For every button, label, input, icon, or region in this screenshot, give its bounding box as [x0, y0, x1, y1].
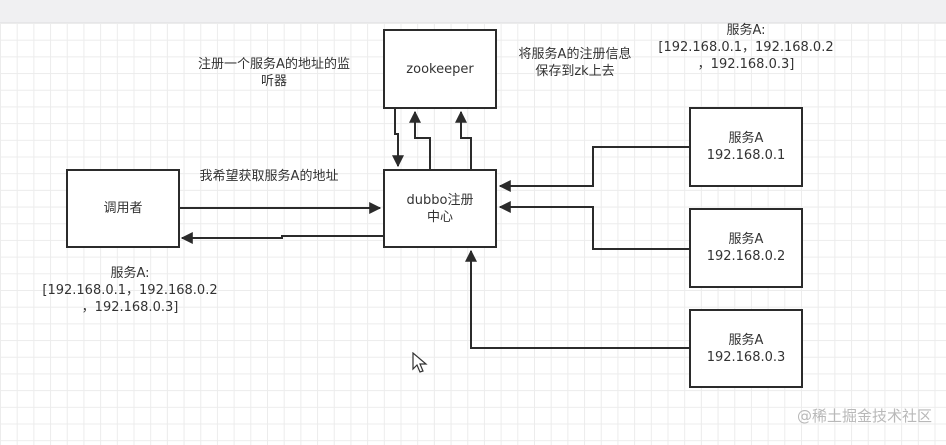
service-ip: 192.168.0.3 [706, 349, 786, 365]
zookeeper-node[interactable]: zookeeper [383, 29, 497, 109]
annotation-caller-request: 我希望获取服务A的地址 [188, 168, 350, 185]
annotation-line: [192.168.0.1，192.168.0.2 [658, 40, 834, 55]
arrow-dubbo-to-zk-2 [455, 110, 472, 169]
arrow-service2-to-dubbo [498, 201, 689, 250]
top-toolbar-strip [0, 0, 946, 23]
service-ip: 192.168.0.1 [706, 148, 786, 163]
service-name: 服务A [728, 232, 764, 247]
service-node-1[interactable]: 服务A 192.168.0.1 [689, 107, 803, 187]
annotation-line: 我希望获取服务A的地址 [199, 169, 339, 184]
annotation-line: 将服务A的注册信息 [518, 47, 632, 62]
annotation-line: ，192.168.0.3] [697, 57, 795, 72]
annotation-listener: 注册一个服务A的地址的监 听器 [186, 56, 362, 90]
annotation-caller-service-list: 服务A: [192.168.0.1，192.168.0.2 ，192.168.0… [40, 265, 220, 316]
watermark: @稀土掘金技术社区 [796, 407, 932, 425]
zookeeper-label: zookeeper [406, 61, 474, 77]
caller-label: 调用者 [103, 201, 143, 216]
annotation-line: [192.168.0.1，192.168.0.2 [42, 283, 218, 298]
service-name: 服务A [728, 131, 764, 146]
service-node-2[interactable]: 服务A 192.168.0.2 [689, 208, 803, 288]
mouse-pointer-icon [412, 351, 428, 378]
arrow-service1-to-dubbo [498, 146, 689, 192]
annotation-save-to-zk: 将服务A的注册信息 保存到zk上去 [510, 46, 640, 80]
dubbo-registry-node[interactable]: dubbo注册 中心 [383, 169, 497, 248]
arrow-zk-to-dubbo [392, 108, 404, 168]
arrow-dubbo-to-caller [180, 232, 383, 244]
annotation-line: 保存到zk上去 [535, 64, 615, 79]
dubbo-label-line2: 中心 [426, 209, 453, 225]
annotation-line: 服务A: [726, 23, 766, 38]
annotation-line: ，192.168.0.3] [81, 300, 179, 315]
annotation-zk-service-list: 服务A: [192.168.0.1，192.168.0.2 ，192.168.0… [656, 22, 836, 73]
annotation-line: 服务A: [110, 266, 150, 281]
annotation-line: 注册一个服务A的地址的监 [198, 57, 350, 72]
arrow-dubbo-to-zk-1 [409, 110, 431, 169]
arrow-service3-to-dubbo [465, 249, 689, 349]
service-name: 服务A [728, 332, 764, 348]
service-ip: 192.168.0.2 [706, 249, 786, 264]
service-node-3[interactable]: 服务A 192.168.0.3 [689, 309, 803, 388]
caller-node[interactable]: 调用者 [66, 169, 180, 248]
dubbo-label-line1: dubbo注册 [406, 192, 474, 208]
annotation-line: 听器 [260, 74, 287, 89]
